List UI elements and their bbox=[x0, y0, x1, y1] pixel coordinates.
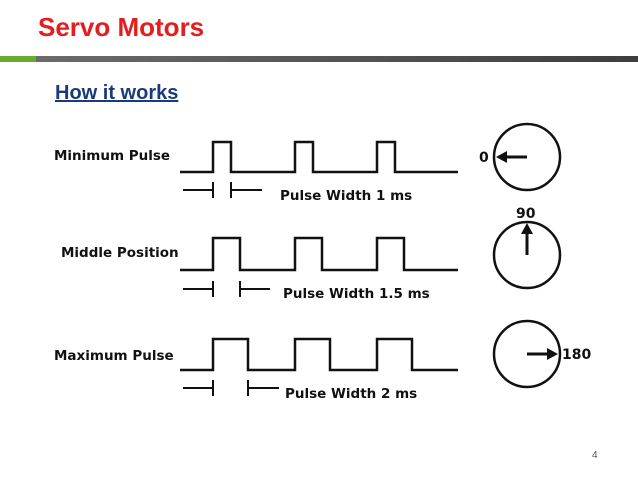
angle-label-90: 90 bbox=[516, 206, 536, 222]
page-number: 4 bbox=[592, 450, 598, 461]
waveform-minimum bbox=[180, 140, 458, 174]
pulse-width-marker-maximum bbox=[183, 380, 279, 396]
row-minimum-pulse: Minimum Pulse Pulse Width 1 ms 0 bbox=[54, 122, 562, 204]
slide-title: Servo Motors bbox=[38, 12, 205, 42]
waveform-middle bbox=[180, 236, 458, 272]
angle-label-180: 180 bbox=[562, 347, 591, 363]
row-label-maximum: Maximum Pulse bbox=[54, 348, 174, 364]
title-divider-bar bbox=[36, 56, 638, 62]
row-label-minimum: Minimum Pulse bbox=[54, 148, 170, 164]
servo-arrow-middle bbox=[521, 223, 533, 255]
angle-label-0: 0 bbox=[479, 150, 489, 166]
slide-subtitle: How it works bbox=[55, 82, 179, 104]
pulse-width-label-maximum: Pulse Width 2 ms bbox=[285, 386, 417, 402]
servo-arrow-minimum bbox=[496, 151, 527, 163]
waveform-maximum bbox=[180, 337, 458, 372]
pulse-width-label-middle: Pulse Width 1.5 ms bbox=[283, 286, 430, 302]
pulse-width-label-minimum: Pulse Width 1 ms bbox=[280, 188, 412, 204]
row-middle-position: Middle Position Pulse Width 1.5 ms 90 bbox=[61, 206, 562, 302]
servo-dial-maximum bbox=[492, 319, 562, 389]
servo-arrow-maximum bbox=[527, 348, 558, 360]
title-divider-accent bbox=[0, 56, 36, 62]
pulse-width-marker-minimum bbox=[183, 182, 262, 198]
row-maximum-pulse: Maximum Pulse Pulse Width 2 ms 180 bbox=[54, 319, 591, 402]
servo-dial-minimum bbox=[492, 122, 562, 192]
pulse-width-marker-middle bbox=[183, 281, 270, 297]
servo-dial-middle bbox=[492, 220, 562, 290]
row-label-middle: Middle Position bbox=[61, 245, 179, 261]
title-divider bbox=[0, 56, 638, 62]
